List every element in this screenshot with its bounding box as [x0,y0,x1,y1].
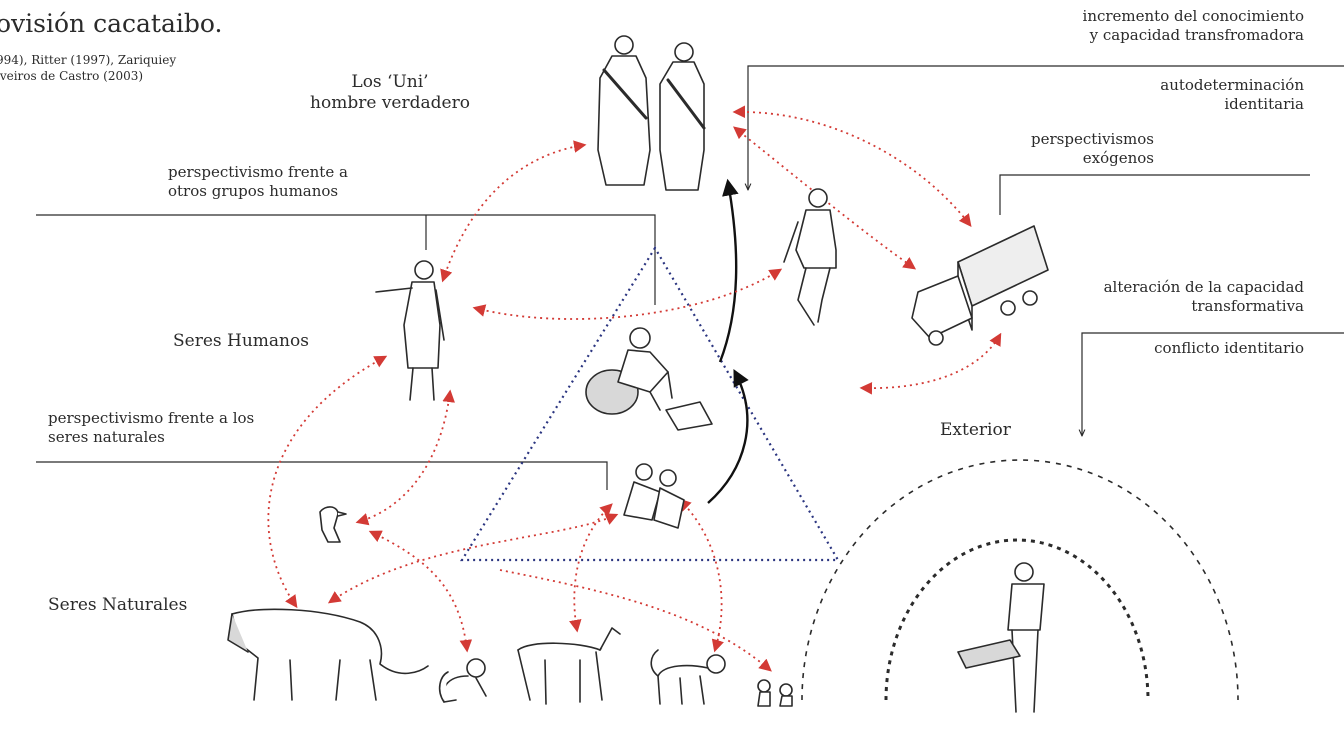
label-autodeterminacion-line2: identitaria [1224,94,1304,113]
leader-conflicto [1082,332,1344,436]
monkey-icon [438,658,487,703]
label-exterior: Exterior [940,420,1011,440]
seated-craftsman-icon [585,327,713,431]
label-autodeterminacion-line1: autodeterminación [1160,76,1304,94]
label-conflicto: conflicto identitario [1154,339,1304,357]
label-perspectivismos-line2: exógenos [1082,148,1154,167]
children-icon [623,463,685,529]
references: 994), Ritter (1997), Zariquiey iveiros d… [0,52,176,84]
cat-icon [650,649,726,705]
arc-inner [884,538,1150,701]
label-incremento: incremento del conocimiento y capacidad … [1083,7,1304,45]
label-incremento-line2: y capacidad transfromadora [1089,25,1304,44]
woman-walking-icon [783,188,837,326]
bird-icon [319,506,347,543]
leader-persp-naturales [36,461,608,490]
chicks-icon [757,679,793,707]
leader-perspectivismos [999,174,1310,215]
leader-incremento [748,65,1344,190]
exterior-arcs [801,459,1239,701]
arrow-upper [718,178,739,363]
interaction-arrows [267,105,1002,672]
truck-icon [911,225,1049,346]
jaguar-icon [227,608,429,701]
growth-arrows [707,178,749,504]
label-persp-naturales-line1: perspectivismo frente a los [48,409,255,427]
label-alteracion-line2: transformativa [1191,296,1304,315]
man-pointing-icon [375,260,445,401]
label-seres-humanos: Seres Humanos [173,331,309,351]
label-uni-line2: hombre verdadero [310,93,470,114]
label-persp-humanos: perspectivismo frente a otros grupos hum… [168,163,348,201]
reference-line: iveiros de Castro (2003) [0,69,144,84]
men-pair-icon [597,35,706,191]
leader-persp-humanos [36,214,656,305]
label-uni: Los ‘Uni’ hombre verdadero [300,72,480,115]
diagram-title: ovisión cacataibo. [0,9,223,38]
label-persp-humanos-line1: perspectivismo frente a [168,163,348,181]
label-autodeterminacion: autodeterminación identitaria [1160,76,1304,114]
label-perspectivismos-exogenos: perspectivismos exógenos [1031,130,1154,168]
label-perspectivismos-line1: perspectivismos [1031,130,1154,148]
reference-line: 994), Ritter (1997), Zariquiey [0,53,177,67]
label-incremento-line1: incremento del conocimiento [1082,7,1304,25]
dog-icon [517,627,621,705]
chainsaw-man-icon [957,562,1045,713]
label-alteracion-line1: alteración de la capacidad [1103,278,1304,296]
label-persp-naturales: perspectivismo frente a los seres natura… [48,409,254,447]
label-alteracion: alteración de la capacidad transformativ… [1104,278,1304,316]
arrow-lower [707,369,749,504]
label-uni-line1: Los ‘Uni’ [351,72,429,92]
label-persp-naturales-line2: seres naturales [48,427,165,446]
label-persp-humanos-line2: otros grupos humanos [168,181,339,200]
label-seres-naturales: Seres Naturales [48,595,188,615]
